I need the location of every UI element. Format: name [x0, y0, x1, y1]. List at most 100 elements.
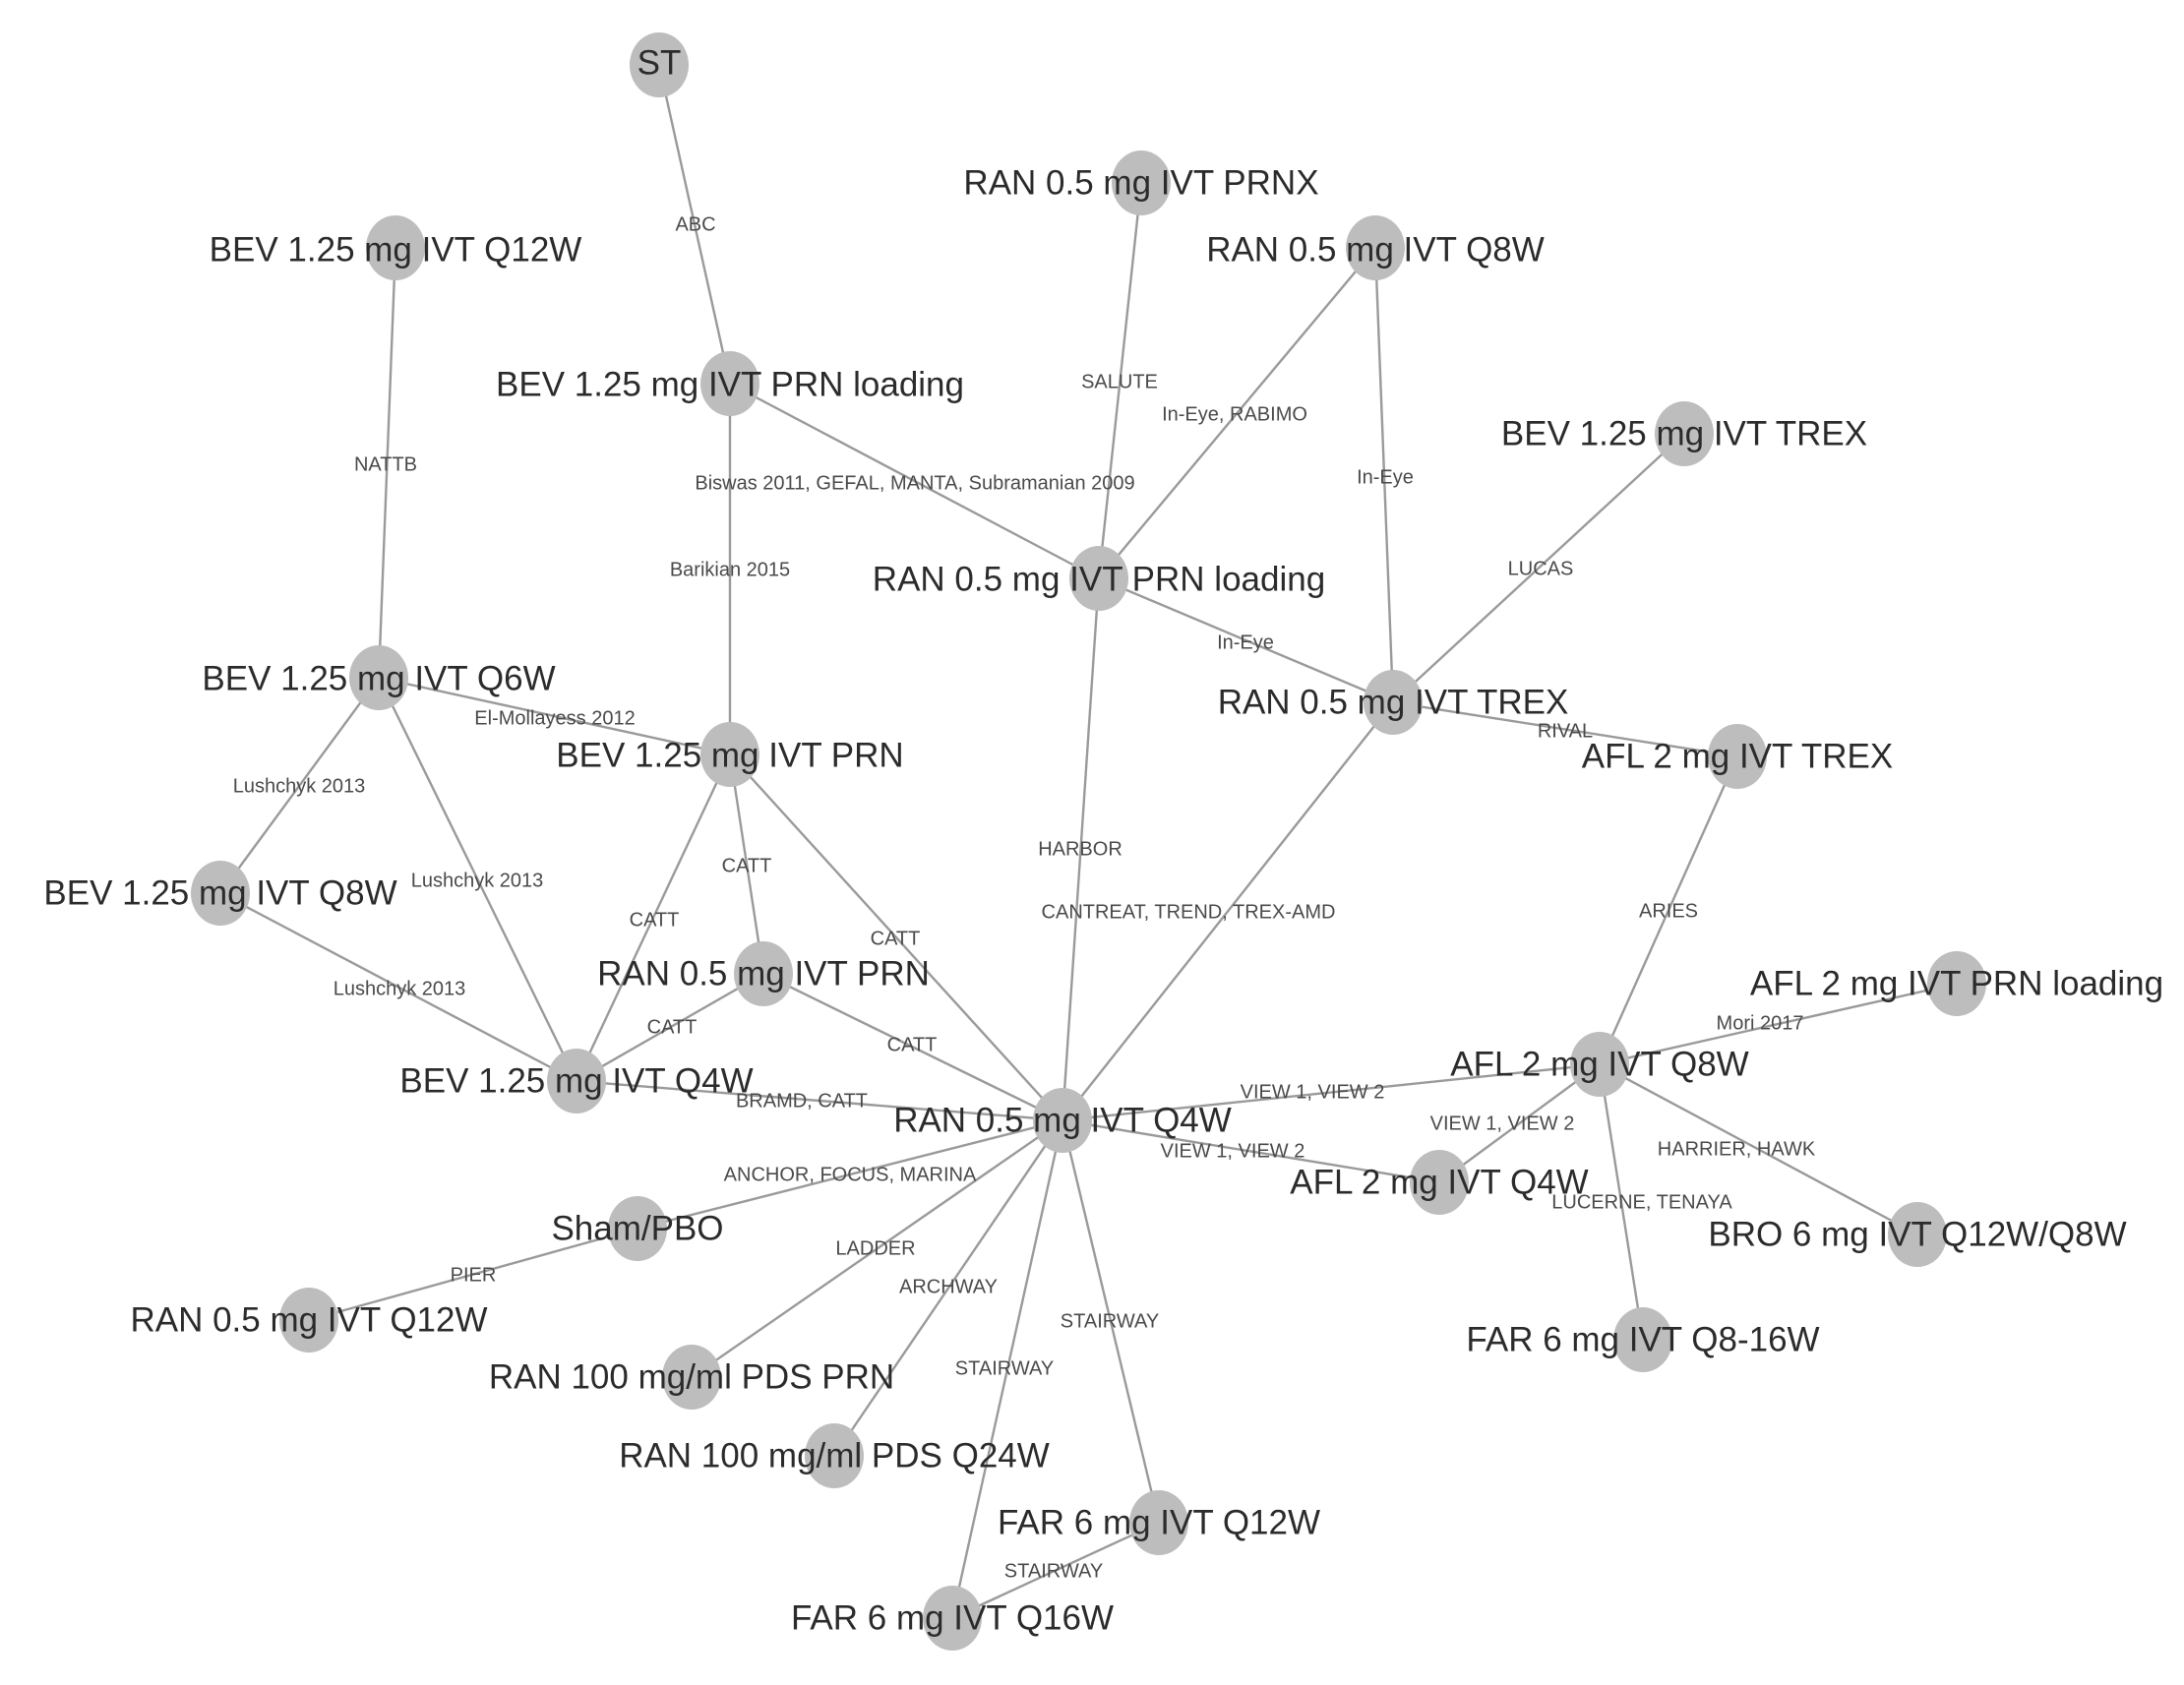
node-afl_prnl — [1927, 951, 1986, 1016]
edge-bev_prn-ran_q4w — [729, 753, 1063, 1121]
edge-label: STAIRWAY — [955, 1357, 1054, 1379]
edge-label: NATTB — [354, 453, 417, 475]
node-label: FAR 6 mg IVT Q12W — [998, 1503, 1320, 1541]
edge-bev_q4w-ran_q4w — [576, 1079, 1063, 1122]
node-ran_prn — [734, 941, 793, 1006]
edge-ran_q4w-afl_q8w — [1062, 1062, 1601, 1122]
node-label: RAN 0.5 mg IVT PRN — [597, 954, 930, 993]
node-bev_q8w — [191, 861, 250, 926]
edge-ran_q4w-ran_pds_q24w — [833, 1119, 1063, 1457]
node-label: BEV 1.25 mg IVT PRN loading — [496, 365, 964, 403]
edges-layer — [219, 64, 1958, 1620]
edge-label: In-Eye — [1357, 466, 1414, 488]
node-label: ST — [637, 43, 682, 82]
edge-ran_prnl-ran_q4w — [1061, 577, 1101, 1121]
edge-label: Lushchyk 2013 — [233, 775, 366, 797]
node-bev_q12w — [366, 215, 425, 280]
edge-ran_prnx-ran_prnl — [1097, 182, 1143, 579]
node-label: RAN 0.5 mg IVT PRNX — [963, 163, 1318, 202]
node-label: FAR 6 mg IVT Q16W — [791, 1598, 1114, 1637]
edge-afl_trex-afl_q8w — [1598, 755, 1739, 1065]
edge-afl_q8w-bro — [1599, 1062, 1918, 1236]
edge-bev_q12w-bev_q6w — [377, 247, 397, 679]
node-ran_q4w — [1033, 1088, 1092, 1153]
edge-ran_q4w-sham — [637, 1118, 1063, 1231]
edge-label: HARRIER, HAWK — [1658, 1138, 1816, 1160]
node-label: RAN 0.5 mg IVT Q4W — [893, 1101, 1232, 1139]
edge-label: CATT — [722, 855, 772, 876]
edge-label: CATT — [871, 928, 921, 949]
node-ran_trex — [1364, 670, 1423, 735]
node-label: RAN 0.5 mg IVT TREX — [1218, 683, 1569, 721]
node-afl_trex — [1708, 724, 1767, 789]
node-afl_q4w — [1410, 1150, 1469, 1215]
edge-ran_q4w-far_q16w — [950, 1119, 1064, 1619]
node-ran_q8w — [1346, 215, 1405, 280]
edge-label: LUCAS — [1508, 558, 1574, 579]
node-bev_prnl — [700, 351, 759, 416]
edge-label: CATT — [647, 1016, 698, 1038]
node-label: BEV 1.25 mg IVT Q8W — [43, 873, 396, 912]
node-labels-layer: ST BEV 1.25 mg IVT Q12W BEV 1.25 mg IVT PR… — [43, 43, 2163, 1637]
edge-ran_q8w-ran_trex — [1373, 247, 1395, 703]
node-label: RAN 100 mg/ml PDS Q24W — [619, 1436, 1050, 1474]
node-label: BEV 1.25 mg IVT Q6W — [202, 659, 555, 697]
node-bro — [1888, 1202, 1947, 1267]
edge-bev_trex-ran_trex — [1392, 433, 1685, 703]
edge-label: In-Eye — [1217, 632, 1274, 653]
node-far_q816w — [1613, 1307, 1672, 1372]
edge-afl_q8w-far_q816w — [1598, 1063, 1645, 1341]
node-label: Sham/PBO — [551, 1209, 723, 1247]
edge-label: Lushchyk 2013 — [334, 978, 466, 999]
edge-bev_q6w-bev_prn — [378, 676, 731, 756]
edge-ran_q8w-ran_prnl — [1098, 247, 1376, 579]
edge-label: ABC — [675, 213, 715, 235]
node-bev_prn — [700, 722, 759, 787]
edge-label: Biswas 2011, GEFAL, MANTA, Subramanian 2… — [695, 472, 1134, 494]
edge-bev_q6w-bev_q8w — [219, 677, 380, 894]
edge-label: ARIES — [1639, 900, 1698, 922]
node-afl_q8w — [1570, 1032, 1629, 1097]
node-bev_q4w — [547, 1049, 606, 1113]
node-bev_trex — [1655, 401, 1714, 466]
edge-label: STAIRWAY — [1061, 1310, 1159, 1332]
edge-label: PIER — [451, 1264, 497, 1286]
node-label: BRO 6 mg IVT Q12W/Q8W — [1708, 1215, 2126, 1253]
edge-label: VIEW 1, VIEW 2 — [1430, 1113, 1575, 1134]
edge-bev_prnl-ran_prnl — [729, 382, 1100, 580]
node-label: BEV 1.25 mg IVT Q12W — [210, 230, 582, 269]
node-ran_pds_prn — [662, 1345, 721, 1410]
edge-ran_q4w-afl_q4w — [1062, 1118, 1440, 1184]
node-sham — [608, 1196, 667, 1261]
edge-label: CATT — [887, 1034, 938, 1055]
node-label: BEV 1.25 mg IVT PRN — [556, 736, 903, 774]
node-ran_pds_q24w — [805, 1423, 864, 1488]
edge-label: STAIRWAY — [1004, 1560, 1103, 1582]
node-ran_prnx — [1112, 150, 1171, 215]
edge-ran_q4w-ran_pds_prn — [691, 1119, 1063, 1378]
edge-ran_q4w-far_q12w — [1061, 1119, 1161, 1524]
node-label: AFL 2 mg IVT Q8W — [1450, 1045, 1748, 1083]
node-label: RAN 0.5 mg IVT Q8W — [1206, 230, 1545, 269]
edge-st-bev_prnl — [657, 64, 732, 385]
node-bev_q6w — [349, 645, 408, 710]
node-label: BEV 1.25 mg IVT Q4W — [399, 1061, 753, 1100]
edge-ran_prnl-ran_trex — [1098, 576, 1394, 704]
node-label: AFL 2 mg IVT Q4W — [1290, 1163, 1588, 1201]
node-label: BEV 1.25 mg IVT TREX — [1501, 414, 1867, 452]
edge-label: CANTREAT, TREND, TREX-AMD — [1042, 901, 1336, 923]
node-far_q12w — [1129, 1490, 1188, 1555]
edge-ran_trex-ran_q4w — [1062, 701, 1394, 1121]
edge-label: In-Eye, RABIMO — [1162, 403, 1307, 425]
edge-label: RIVAL — [1538, 720, 1593, 742]
edge-label: BRAMD, CATT — [736, 1090, 868, 1112]
edge-far_q12w-far_q16w — [951, 1521, 1160, 1620]
node-label: AFL 2 mg IVT TREX — [1582, 737, 1893, 775]
edge-bev_prn-bev_q4w — [575, 753, 732, 1082]
edge-label: Lushchyk 2013 — [411, 870, 544, 891]
node-label: RAN 0.5 mg IVT PRN loading — [873, 560, 1325, 598]
node-ran_q12w — [279, 1288, 338, 1353]
edge-label: CATT — [630, 909, 680, 931]
